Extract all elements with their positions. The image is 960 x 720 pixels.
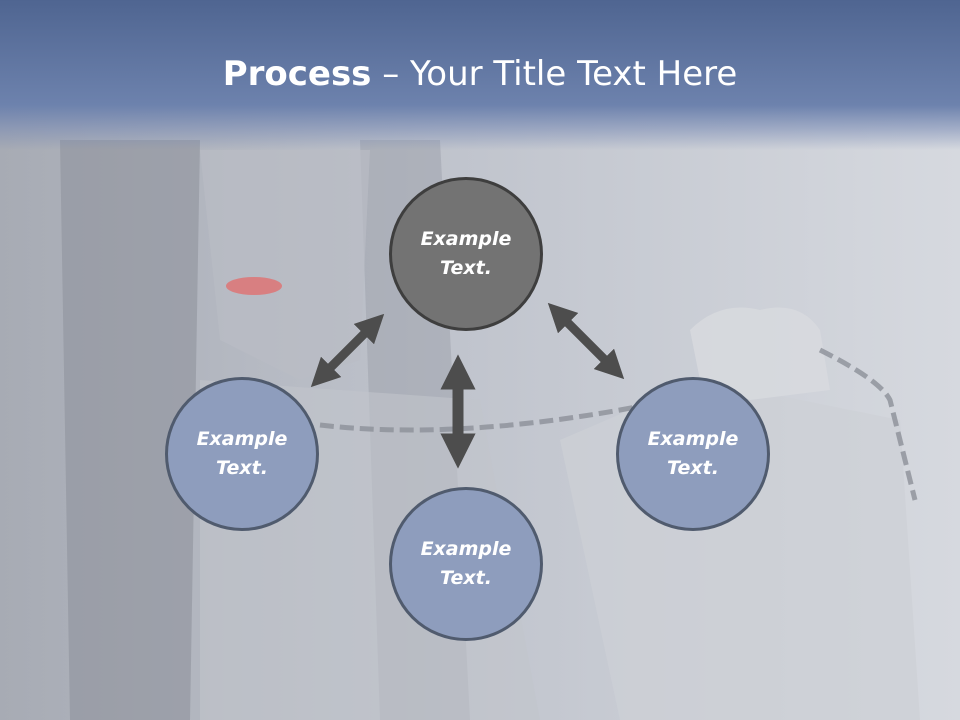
arrow-top-left — [310, 313, 385, 388]
node-left-line2: Text. — [216, 457, 268, 479]
lips-shape — [226, 277, 282, 295]
slide-title: Process – Your Title Text Here — [0, 52, 960, 96]
title-banner — [0, 0, 960, 150]
slide-title-rest: – Your Title Text Here — [371, 54, 738, 94]
node-left-line1: Example — [196, 428, 288, 450]
node-top-line1: Example — [420, 228, 512, 250]
arrow-top-right — [547, 302, 625, 380]
node-top-line2: Text. — [440, 257, 492, 279]
node-bottom-line1: Example — [420, 538, 512, 560]
node-right-line1: Example — [647, 428, 739, 450]
node-bottom-line2: Text. — [440, 567, 492, 589]
node-right-line2: Text. — [667, 457, 719, 479]
slide-title-bold: Process — [222, 54, 372, 94]
